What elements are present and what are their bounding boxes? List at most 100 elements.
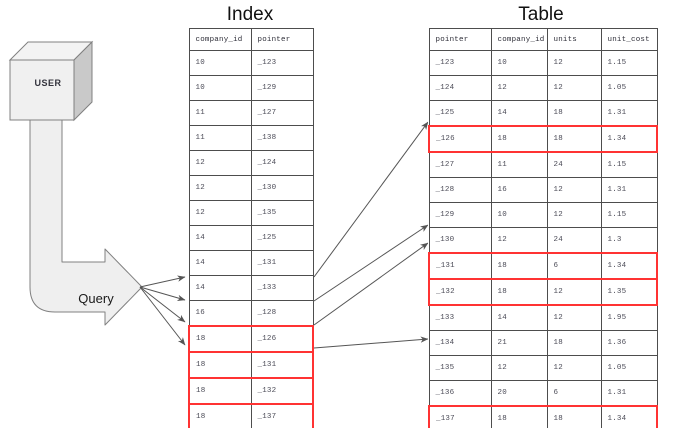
table-row: 12_124 [188,150,314,176]
table-cell-company_id: 18 [490,278,548,306]
table-cell-company_id: 18 [490,405,548,428]
table-cell-unit_cost: 1.34 [600,252,658,280]
table-cell-pointer: _127 [428,151,492,178]
index-cell-company_id: 18 [188,325,252,353]
table-cell-units: 18 [546,405,602,428]
table-cell-unit_cost: 1.34 [600,405,658,428]
index-cell-company_id: 12 [188,150,252,176]
table-cell-company_id: 12 [490,227,548,254]
index-cell-company_id: 14 [188,250,252,276]
table-cell-unit_cost: 1.31 [600,177,658,203]
table-cell-pointer: _129 [428,202,492,228]
table-cell-unit_cost: 1.3 [600,227,658,254]
table-cell-unit_cost: 1.31 [600,100,658,127]
table-cell-units: 6 [546,380,602,407]
index-cell-pointer: _129 [250,75,314,101]
index-cell-pointer: _123 [250,50,314,76]
table-cell-units: 6 [546,252,602,280]
table-cell-company_id: 10 [490,50,548,76]
index-cell-pointer: _124 [250,150,314,176]
index-cell-company_id: 10 [188,50,252,76]
table-cell-company_id: 14 [490,100,548,127]
table-cell-pointer: _128 [428,177,492,203]
table-row: 18_126 [188,325,314,353]
table-cell-pointer: _131 [428,252,492,280]
table-row: 11_138 [188,125,314,151]
table-cell-units: 12 [546,202,602,228]
index-cell-pointer: _125 [250,225,314,251]
table-cell-pointer: _125 [428,100,492,127]
index-cell-pointer: _133 [250,275,314,301]
index-cell-pointer: _131 [250,351,314,379]
table-cell-units: 24 [546,151,602,178]
table-row: 12_135 [188,200,314,226]
index-cell-company_id: 14 [188,275,252,301]
table-cell-pointer: _123 [428,50,492,76]
table-cell-pointer: _124 [428,75,492,101]
table-cell-pointer: _130 [428,227,492,254]
table-cell-units: 18 [546,125,602,153]
table-cell-company_id: 18 [490,252,548,280]
table-cell-units: 12 [546,177,602,203]
table-cell-company_id: 18 [490,125,548,153]
query-to-index-arrows [139,275,186,346]
table-cell-pointer: _133 [428,304,492,331]
table-cell-company_id: 14 [490,304,548,331]
table-cell-pointer: _136 [428,380,492,407]
index-cell-pointer: _135 [250,200,314,226]
index-cell-company_id: 18 [188,403,252,428]
table-cell-pointer: _137 [428,405,492,428]
index-cell-company_id: 18 [188,351,252,379]
table-row: 18_137 [188,403,314,428]
index-cell-pointer: _130 [250,175,314,201]
table-cell-company_id: 11 [490,151,548,178]
table-cell-units: 12 [546,75,602,101]
table-row: 10_129 [188,75,314,101]
table-cell-unit_cost: 1.95 [600,304,658,331]
index-cell-pointer: _127 [250,100,314,126]
table-cell-pointer: _135 [428,355,492,381]
index-cell-company_id: 11 [188,100,252,126]
index-cell-company_id: 14 [188,225,252,251]
index-cell-company_id: 10 [188,75,252,101]
user-cube-label: USER [34,78,62,88]
index-cell-company_id: 18 [188,377,252,405]
table-cell-units: 18 [546,330,602,356]
table-header-row: pointer company_id units unit_cost [428,28,658,51]
index-cell-pointer: _137 [250,403,314,428]
index-cell-pointer: _128 [250,300,314,327]
query-arrow-label: Query [78,291,114,306]
index-col-pointer: pointer [250,28,314,51]
table-cell-unit_cost: 1.15 [600,202,658,228]
index-cell-pointer: _126 [250,325,314,353]
table-cell-units: 24 [546,227,602,254]
table-title: Table [518,4,564,25]
table-cell-company_id: 16 [490,177,548,203]
table-row: 14_131 [188,250,314,276]
table-row: 18_132 [188,377,314,405]
table-col-unit-cost: unit_cost [600,28,658,51]
table-cell-unit_cost: 1.15 [600,151,658,178]
table-row: 10_123 [188,50,314,76]
index-cell-pointer: _138 [250,125,314,151]
table-cell-unit_cost: 1.05 [600,75,658,101]
table-cell-pointer: _126 [428,125,492,153]
table-row: 12_130 [188,175,314,201]
table-row: 11_127 [188,100,314,126]
table-cell-units: 18 [546,100,602,127]
table-cell-unit_cost: 1.34 [600,125,658,153]
table-row: 18_131 [188,351,314,379]
index-header-row: company_id pointer [188,28,314,51]
table-cell-units: 12 [546,304,602,331]
